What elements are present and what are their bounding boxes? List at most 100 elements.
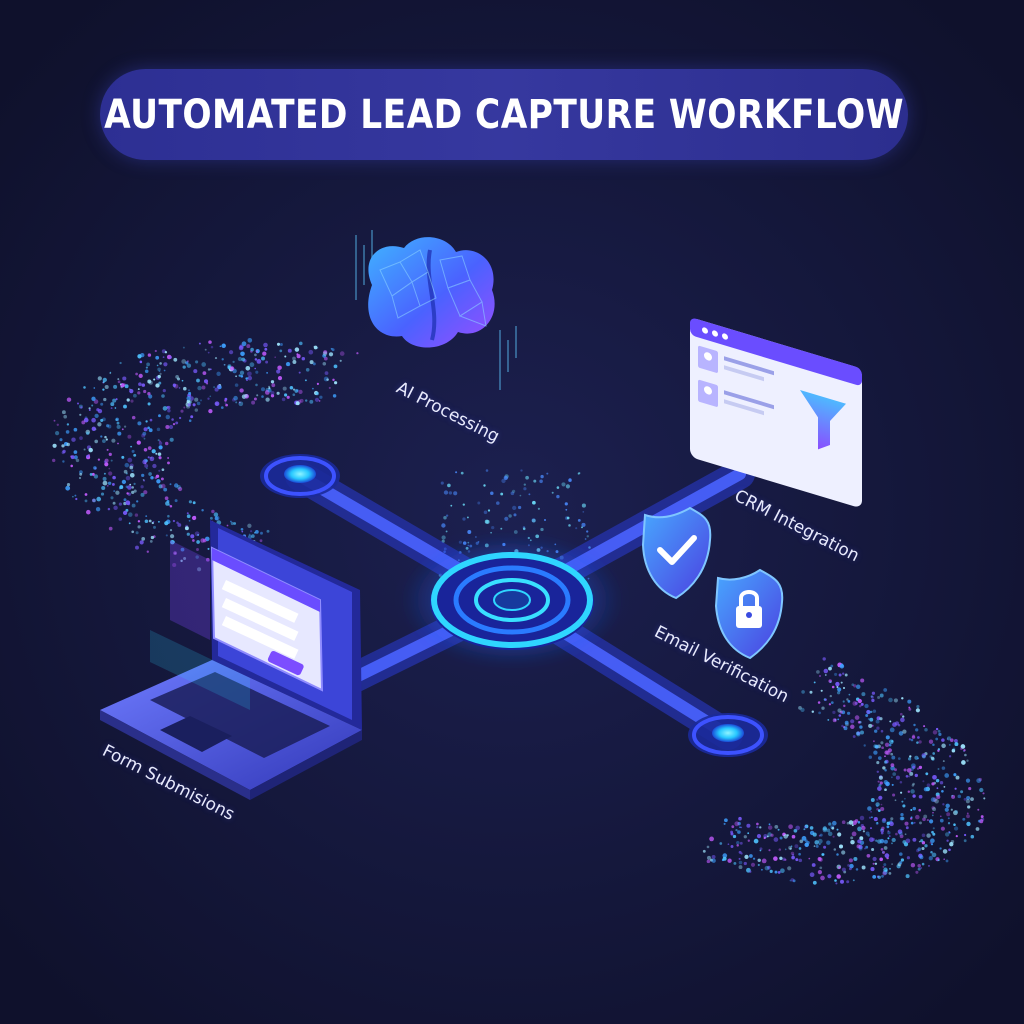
particle-dot <box>792 853 795 856</box>
particle-dot <box>917 736 920 739</box>
particle-dot <box>850 836 854 840</box>
particle-dot <box>790 845 793 848</box>
particle-dot <box>154 349 157 353</box>
particle-dot <box>890 817 894 821</box>
particle-dot <box>798 847 802 850</box>
particle-dot <box>939 818 944 823</box>
particle-dot <box>165 424 170 430</box>
particle-dot <box>149 540 153 543</box>
particle-dot <box>876 807 879 811</box>
particle-dot <box>127 485 132 490</box>
particle-dot <box>809 872 815 878</box>
particle-dot <box>328 352 334 357</box>
particle-dot <box>769 869 773 873</box>
particle-dot <box>173 357 178 362</box>
particle-dot <box>871 837 875 842</box>
particle-dot <box>309 399 314 404</box>
particle-dot <box>122 376 127 381</box>
particle-dot <box>943 786 946 788</box>
particle-dot <box>139 360 143 364</box>
particle-dot <box>265 397 270 402</box>
particle-dot <box>935 727 939 731</box>
particle-dot <box>104 384 109 390</box>
particle-dot <box>528 493 531 496</box>
particle-dot <box>127 457 133 463</box>
particle-dot <box>832 710 836 715</box>
particle-dot <box>819 675 821 677</box>
particle-dot <box>286 362 291 367</box>
particle-dot <box>292 356 296 361</box>
particle-dot <box>727 843 730 846</box>
particle-dot <box>532 500 536 505</box>
particle-dot <box>818 711 821 715</box>
particle-dot <box>146 550 149 553</box>
particle-dot <box>910 789 915 794</box>
particle-dot <box>148 380 153 385</box>
particle-dot <box>869 717 874 722</box>
particle-dot <box>898 731 904 736</box>
particle-dot <box>113 490 116 493</box>
particle-dot <box>727 858 732 863</box>
particle-dot <box>150 475 154 480</box>
particle-dot <box>102 388 105 391</box>
particle-dot <box>918 765 923 770</box>
particle-dot <box>195 555 199 559</box>
particle-dot <box>255 370 259 374</box>
particle-dot <box>918 740 922 744</box>
particle-dot <box>146 362 150 367</box>
particle-dot <box>864 703 869 709</box>
particle-dot <box>884 755 886 758</box>
particle-dot <box>188 389 190 392</box>
particle-dot <box>128 522 131 525</box>
particle-dot <box>817 857 822 861</box>
particle-dot <box>103 472 106 475</box>
particle-dot <box>584 538 587 540</box>
particle-dot <box>770 833 774 837</box>
particle-dot <box>880 828 883 831</box>
particle-dot <box>209 368 212 371</box>
particle-dot <box>877 780 880 783</box>
particle-dot <box>77 402 79 405</box>
particle-dot <box>586 535 590 538</box>
particle-dot <box>466 516 469 519</box>
particle-dot <box>174 499 178 503</box>
particle-dot <box>276 369 281 374</box>
particle-dot <box>911 784 915 787</box>
particle-dot <box>155 452 158 455</box>
particle-dot <box>339 359 342 362</box>
particle-dot <box>932 752 936 755</box>
particle-dot <box>829 694 832 698</box>
particle-dot <box>942 849 948 854</box>
particle-dot <box>707 855 711 860</box>
particle-dot <box>798 858 803 863</box>
particle-dot <box>198 342 201 345</box>
particle-dot <box>891 776 893 779</box>
particle-dot <box>192 403 196 407</box>
particle-dot <box>851 683 855 687</box>
particle-dot <box>265 360 269 364</box>
particle-dot <box>821 706 825 710</box>
particle-dot <box>131 530 135 534</box>
particle-dot <box>113 384 118 389</box>
particle-dot <box>96 408 100 412</box>
particle-dot <box>865 831 870 836</box>
particle-dot <box>564 502 568 506</box>
particle-dot <box>935 737 939 741</box>
particle-dot <box>818 834 821 837</box>
particle-dot <box>175 375 179 379</box>
particle-dot <box>161 394 165 398</box>
particle-dot <box>904 797 906 800</box>
particle-dot <box>955 835 958 838</box>
particle-dot <box>839 664 845 669</box>
particle-dot <box>95 507 101 512</box>
particle-dot <box>102 480 108 486</box>
particle-dot <box>83 448 86 451</box>
particle-dot <box>899 780 903 784</box>
particle-dot <box>122 510 128 516</box>
particle-dot <box>116 421 120 425</box>
particle-dot <box>158 484 163 489</box>
particle-dot <box>750 862 756 867</box>
particle-dot <box>186 363 192 368</box>
particle-dot <box>836 874 841 879</box>
particle-dot <box>866 709 871 715</box>
